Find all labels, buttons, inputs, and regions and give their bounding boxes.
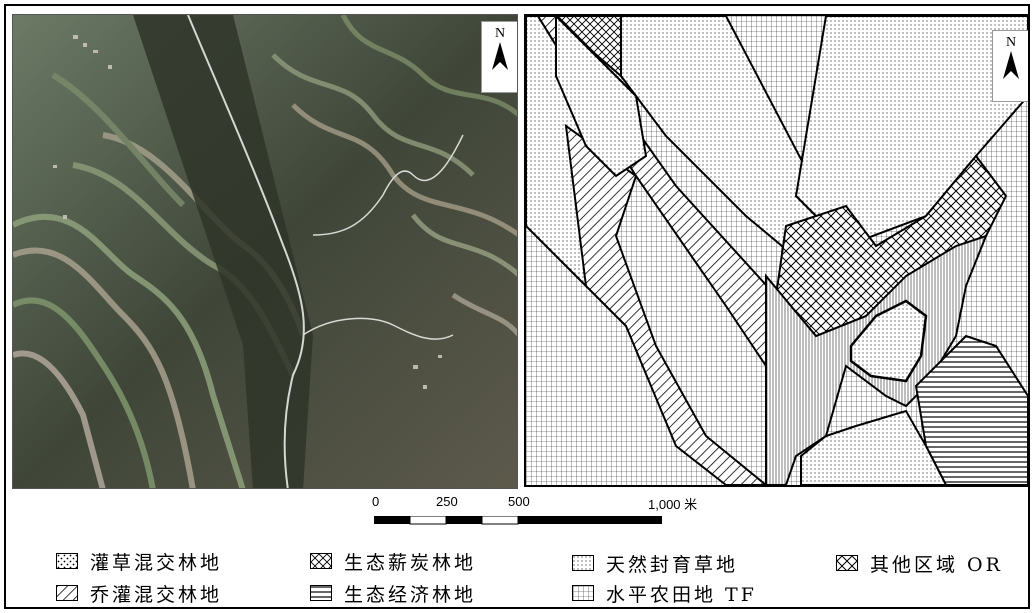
terraced-field-pattern-icon <box>572 585 594 601</box>
legend-item-fuelwood: 生态薪炭林地 <box>310 548 476 574</box>
legend-item-other: 其他区域 OR <box>836 550 1003 576</box>
legend-label: 生态经济林地 <box>344 583 477 606</box>
north-arrow: N <box>481 21 517 93</box>
other-region-pattern-icon <box>836 555 858 571</box>
scale-tick-250: 250 <box>436 494 458 509</box>
north-label-map: N <box>1005 35 1017 50</box>
grassland-pattern-icon <box>572 555 594 571</box>
legend-item-economic: 生态经济林地 <box>310 580 476 606</box>
legend-label: 灌草混交林地 <box>90 551 223 574</box>
north-arrow-icon <box>492 42 508 70</box>
north-arrow-map-icon <box>1003 51 1019 79</box>
tree-shrub-pattern-icon <box>56 585 78 601</box>
legend-item-shrub-grass: 灌草混交林地 <box>56 548 222 574</box>
scale-tick-0: 0 <box>372 494 380 509</box>
economic-forest-pattern-icon <box>310 585 332 601</box>
shrub-grass-pattern-icon <box>56 553 78 569</box>
north-label: N <box>494 26 506 41</box>
legend-label: 天然封育草地 <box>606 553 739 576</box>
legend-label: 乔灌混交林地 <box>90 583 223 606</box>
satellite-image: N <box>12 14 518 489</box>
scale-bar: 0 250 500 1,000 米 <box>360 494 720 534</box>
fuelwood-pattern-icon <box>310 553 332 569</box>
land-use-map: N <box>524 14 1030 487</box>
legend-item-terraced: 水平农田地 TF <box>572 580 757 606</box>
legend-label: 水平农田地 TF <box>606 583 757 606</box>
north-arrow-map: N <box>992 30 1028 102</box>
scale-tick-1000: 1,000 米 <box>648 497 698 512</box>
legend-item-tree-shrub: 乔灌混交林地 <box>56 580 222 606</box>
scale-bar-graphic <box>374 516 662 525</box>
legend-label: 生态薪炭林地 <box>344 551 477 574</box>
scale-tick-500: 500 <box>508 494 530 509</box>
legend-item-grassland: 天然封育草地 <box>572 550 738 576</box>
legend-label: 其他区域 OR <box>870 553 1003 576</box>
